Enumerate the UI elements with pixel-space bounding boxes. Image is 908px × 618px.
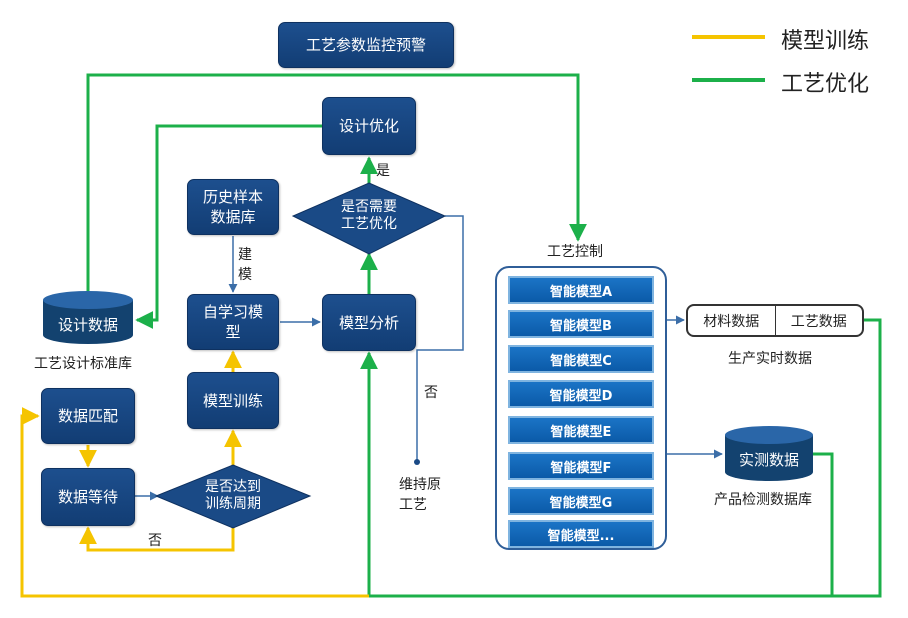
model-f: 智能模型F: [508, 452, 654, 480]
edge-decision-no: [416, 215, 464, 462]
model-g: 智能模型G: [508, 487, 654, 515]
measured-data-cylinder: [725, 426, 813, 481]
process-data-cell: 工艺数据: [790, 313, 847, 330]
legend-label-training: 模型训练: [781, 29, 870, 54]
model-analysis-box: 模型分析: [322, 294, 416, 351]
design-data-label: 设计数据: [57, 315, 118, 334]
model-b: 智能模型B: [508, 310, 654, 338]
decision-need-opt-shape: [291, 182, 447, 255]
decision-train-cycle-shape: [154, 464, 312, 529]
process-control-label: 工艺控制: [547, 244, 603, 260]
no-opt-label: 否: [424, 385, 438, 401]
decision-train-cycle: 是否达到 训练周期: [205, 479, 261, 512]
edge-design-to-control: [86, 73, 587, 292]
data-wait-box: 数据等待: [41, 468, 135, 526]
realtime-data-box: 材料数据 工艺数据: [686, 304, 864, 337]
data-match-box: 数据匹配: [41, 388, 135, 444]
realtime-data-label: 生产实时数据: [728, 351, 812, 367]
model-train-box: 模型训练: [187, 372, 279, 429]
realtime-divider: [774, 306, 776, 335]
build-model-label: 建 模: [238, 247, 252, 283]
history-db-box: 历史样本 数据库: [187, 179, 279, 235]
material-data-cell: 材料数据: [703, 313, 760, 330]
measured-data-label: 实测数据: [738, 450, 799, 469]
product-db-label: 产品检测数据库: [714, 492, 812, 508]
edge-designopt-to-designdata: [135, 124, 322, 329]
self-learn-box: 自学习模 型: [187, 294, 279, 350]
process-control-panel: 智能模型A 智能模型B 智能模型C 智能模型D 智能模型E 智能模型F 智能模型…: [495, 266, 667, 550]
edge-loop-to-datamatch: [20, 407, 369, 598]
no-cycle-label: 否: [148, 533, 162, 549]
edge-cycle-no-to-wait: [79, 526, 235, 552]
design-opt-box: 设计优化: [322, 97, 416, 155]
edge-decision-no-end: [414, 459, 420, 465]
edge-measured-to-loop: [813, 452, 834, 596]
design-data-cylinder: [43, 291, 133, 344]
model-c: 智能模型C: [508, 345, 654, 373]
title-box: 工艺参数监控预警: [278, 22, 454, 68]
yes-label: 是: [376, 163, 390, 179]
design-std-lib-label: 工艺设计标准库: [34, 356, 132, 372]
model-a: 智能模型A: [508, 276, 654, 304]
edge-realtime-to-analysis: [360, 318, 882, 598]
legend-label-optimize: 工艺优化: [781, 72, 870, 97]
model-more: 智能模型...: [508, 520, 654, 548]
model-e: 智能模型E: [508, 416, 654, 444]
decision-need-opt: 是否需要 工艺优化: [341, 199, 397, 232]
model-d: 智能模型D: [508, 380, 654, 408]
keep-process-label: 维持原 工艺: [399, 477, 441, 513]
